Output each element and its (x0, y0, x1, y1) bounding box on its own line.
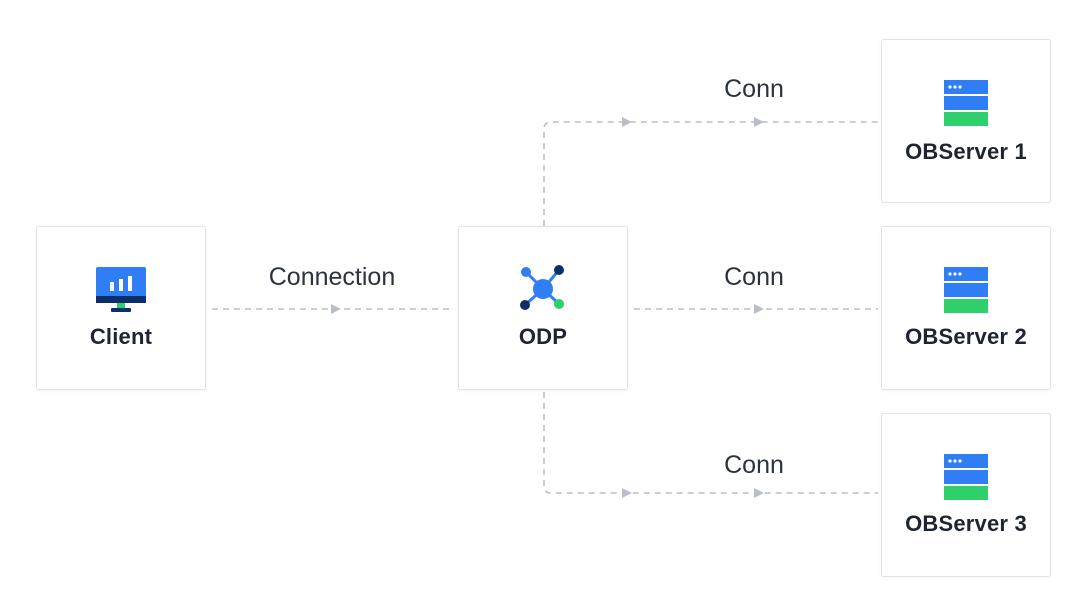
arrow-head (754, 304, 764, 314)
edge-label-conn-2: Conn (724, 263, 784, 291)
edge-odp-observer3 (543, 392, 878, 494)
observer-1-node[interactable]: OBServer 1 (881, 39, 1051, 203)
arrow-head (622, 117, 632, 127)
observer-3-label: OBServer 3 (905, 511, 1027, 536)
edge-label-conn-3: Conn (724, 451, 784, 479)
network-hub-icon (520, 265, 564, 310)
odp-label: ODP (518, 324, 568, 349)
arrow-head (331, 304, 341, 314)
monitor-chart-icon (96, 267, 146, 312)
odp-node[interactable]: ODP (458, 226, 628, 390)
edge-odp-observer1 (543, 121, 878, 226)
observer-2-label: OBServer 2 (905, 324, 1027, 349)
arrow-head (754, 117, 764, 127)
arrow-head (622, 488, 632, 498)
edge-label-connection: Connection (268, 263, 396, 291)
observer-3-node[interactable]: OBServer 3 (881, 413, 1051, 577)
server-stack-icon (944, 454, 988, 500)
edge-label-conn-1: Conn (724, 75, 784, 103)
server-stack-icon (944, 267, 988, 313)
arrow-head (754, 488, 764, 498)
server-stack-icon (944, 80, 988, 126)
client-node[interactable]: Client (36, 226, 206, 390)
observer-2-node[interactable]: OBServer 2 (881, 226, 1051, 390)
client-label: Client (89, 324, 153, 349)
observer-1-label: OBServer 1 (905, 139, 1027, 164)
